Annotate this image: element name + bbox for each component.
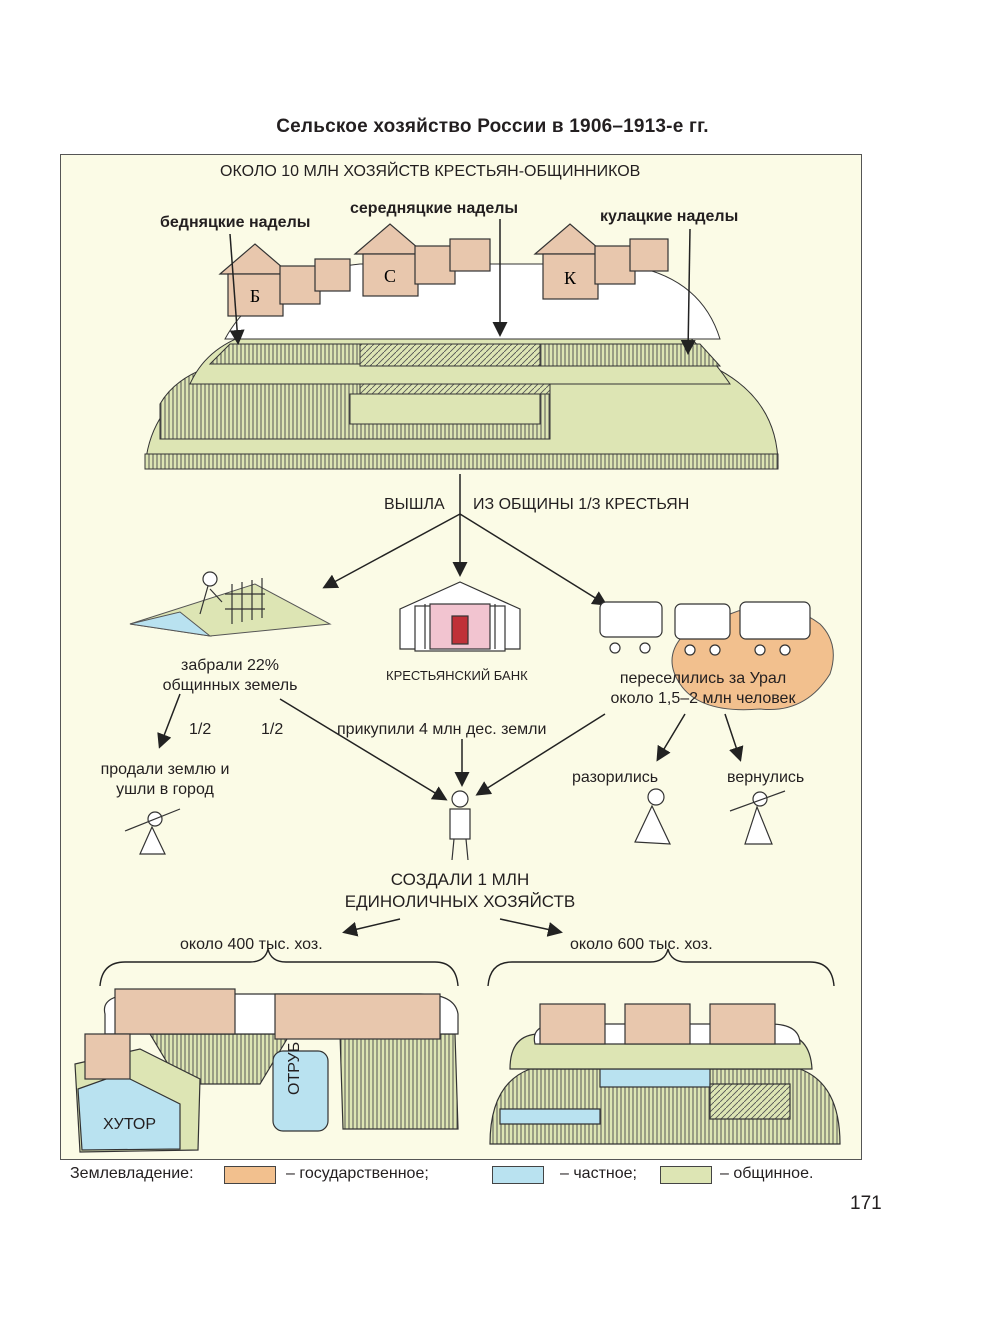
legend-communal-label: – общинное.: [720, 1165, 814, 1182]
arrow-right-group: [499, 918, 563, 937]
khutor-label: ХУТОР: [103, 1116, 157, 1133]
brace-right: [487, 948, 835, 987]
half-a-label: 1/2: [189, 721, 212, 738]
arrow-half-to-farmer: [279, 698, 448, 801]
bought-label: прикупили 4 млн дес. земли: [337, 721, 547, 738]
peasant-returned-icon: [729, 790, 786, 845]
took-label: забрали 22%общинных земель: [162, 657, 298, 694]
page-title: Сельское хозяйство России в 1906–1913-е …: [276, 116, 709, 137]
diagram-illustration: Б С К: [74, 219, 841, 1153]
arrow-kulak: [680, 228, 696, 355]
train-resettlement-icon: [599, 601, 834, 711]
exit-right-label: ИЗ ОБЩИНЫ 1/3 КРЕСТЬЯН: [473, 496, 690, 513]
arrow-to-took: [322, 513, 461, 589]
top-houses: [218, 223, 669, 317]
arrow-ruined: [656, 713, 686, 762]
legend-prefix: Землевладение:: [70, 1165, 194, 1182]
house-kulak-icon: [533, 223, 669, 300]
left-group-label: около 400 тыс. хоз.: [180, 936, 323, 953]
returned-label: вернулись: [727, 769, 805, 786]
bank-building-icon: [399, 581, 521, 652]
page-number: 171: [850, 1193, 882, 1214]
arrow-resettle-to-farmer: [475, 713, 606, 796]
arrow-poor: [229, 233, 245, 345]
legend-private-label: – частное;: [560, 1165, 637, 1182]
bank-label: КРЕСТЬЯНСКИЙ БАНК: [386, 668, 528, 683]
field-fence-icon: [129, 571, 332, 637]
ruined-label: разорились: [572, 769, 659, 786]
half-b-label: 1/2: [261, 721, 284, 738]
left-group-plots: [74, 988, 459, 1153]
right-group-terraces: [489, 1003, 841, 1145]
legend-communal-swatch: [660, 1166, 712, 1184]
farmer-icon: [449, 790, 471, 861]
house-poor-icon: [218, 243, 351, 317]
exit-left-label: ВЫШЛА: [384, 496, 445, 513]
arrow-returned: [724, 713, 744, 762]
arrow-to-sold: [157, 693, 181, 749]
peasant-ruined-icon: [634, 788, 671, 845]
label-middle-allotments: середняцкие наделы: [350, 200, 519, 217]
legend-state-swatch: [224, 1166, 276, 1184]
right-group-label: около 600 тыс. хоз.: [570, 936, 713, 953]
brace-left: [99, 948, 459, 987]
label-kulak-allotments: кулацкие наделы: [600, 208, 739, 225]
house-letter-kulak: К: [564, 268, 577, 288]
label-poor-allotments: бедняцкие наделы: [160, 214, 311, 231]
house-letter-poor: Б: [250, 286, 260, 306]
legend-state-label: – государственное;: [286, 1165, 429, 1182]
house-letter-middle: С: [384, 266, 396, 286]
peasant-walking-left-icon: [124, 808, 181, 855]
otrub-label: ОТРУБ: [286, 1041, 303, 1095]
top-caption: ОКОЛО 10 МЛН ХОЗЯЙСТВ КРЕСТЬЯН-ОБЩИННИКО…: [220, 163, 641, 180]
house-middle-icon: [353, 223, 491, 297]
legend-private-swatch: [492, 1166, 544, 1184]
arrow-left-group: [342, 918, 401, 937]
arrow-to-resettle: [459, 513, 608, 606]
